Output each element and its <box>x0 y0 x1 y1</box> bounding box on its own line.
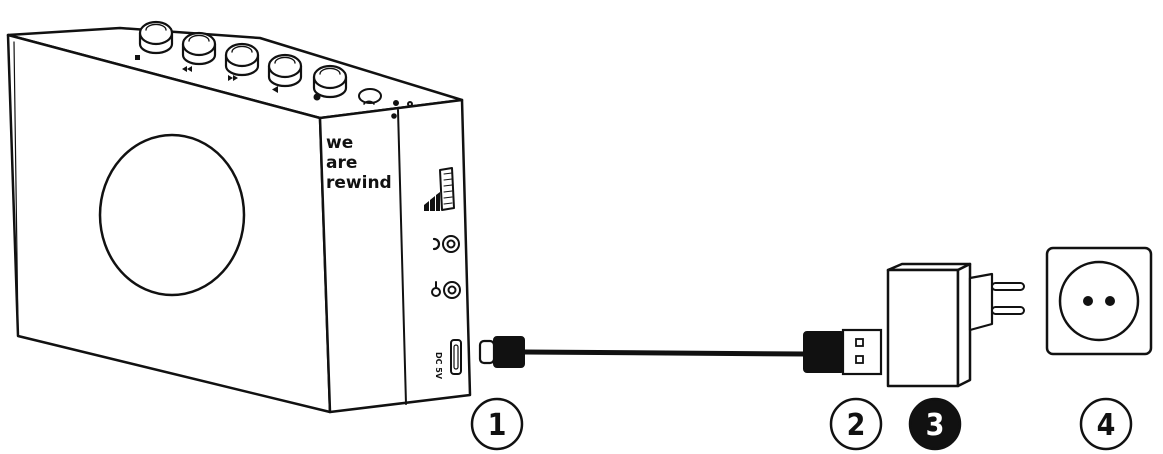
socket-hole-right <box>1105 296 1115 306</box>
socket-hole-left <box>1083 296 1093 306</box>
volume-button <box>358 88 382 104</box>
record-symbol <box>313 93 321 101</box>
wall-socket <box>1045 246 1153 356</box>
stop-symbol <box>135 55 140 60</box>
brand-line-1: we <box>326 133 353 153</box>
indicator-led-2 <box>407 101 413 107</box>
svg-text:1: 1 <box>488 408 507 443</box>
player-side-face <box>318 98 472 414</box>
knob-play <box>267 53 303 88</box>
usb-c-plug-body <box>493 336 525 368</box>
line-in-jack <box>443 281 461 299</box>
svg-text:3: 3 <box>926 408 945 443</box>
step-badge-4: 4 <box>1079 397 1133 451</box>
volume-wheel <box>439 167 455 211</box>
adapter-prong-lower <box>991 306 1025 315</box>
brand-line-2: are <box>326 153 357 173</box>
usb-a-plug-body <box>803 331 845 373</box>
brand-line-3: rewind <box>326 173 392 193</box>
knob-symbols <box>135 55 321 101</box>
usb-c-plug-tip <box>478 339 496 365</box>
power-adapter <box>886 262 1025 388</box>
adapter-front-face <box>886 268 960 388</box>
cassette-player <box>6 20 472 414</box>
front-edge-highlight <box>13 41 19 331</box>
top-right-controls <box>358 88 413 119</box>
step-badge-3: 3 <box>908 397 962 451</box>
line-in-icon <box>431 281 441 297</box>
step-badge-1: 1 <box>470 397 524 451</box>
knob-record <box>312 64 348 99</box>
headphone-icon <box>432 237 441 251</box>
knob-stop <box>138 20 174 55</box>
lid-seam <box>397 109 407 405</box>
indicator-led-3 <box>391 113 397 119</box>
brand-logo: we are rewind <box>326 133 392 193</box>
indicator-led-1 <box>393 100 399 106</box>
usb-a-plug-metal <box>841 328 883 376</box>
dc-label: DC 5V <box>434 352 443 380</box>
adapter-prong-upper <box>991 282 1025 291</box>
volume-level-icon <box>424 192 440 211</box>
cable-wire <box>521 349 808 357</box>
headphone-jack <box>442 235 460 253</box>
cassette-window <box>98 133 246 297</box>
socket-recess <box>1058 260 1140 342</box>
rewind-symbol <box>182 66 192 72</box>
svg-text:4: 4 <box>1097 408 1116 443</box>
control-knobs <box>138 20 348 99</box>
step-badge-2: 2 <box>829 397 883 451</box>
forward-symbol <box>228 75 238 81</box>
svg-text:2: 2 <box>847 408 866 443</box>
usb-cable <box>478 328 883 376</box>
knob-forward <box>224 42 260 77</box>
adapter-side-face <box>956 262 972 388</box>
adapter-plug-face <box>968 272 994 332</box>
play-symbol <box>272 86 278 93</box>
side-ports <box>424 167 462 375</box>
knob-rewind <box>181 31 217 66</box>
